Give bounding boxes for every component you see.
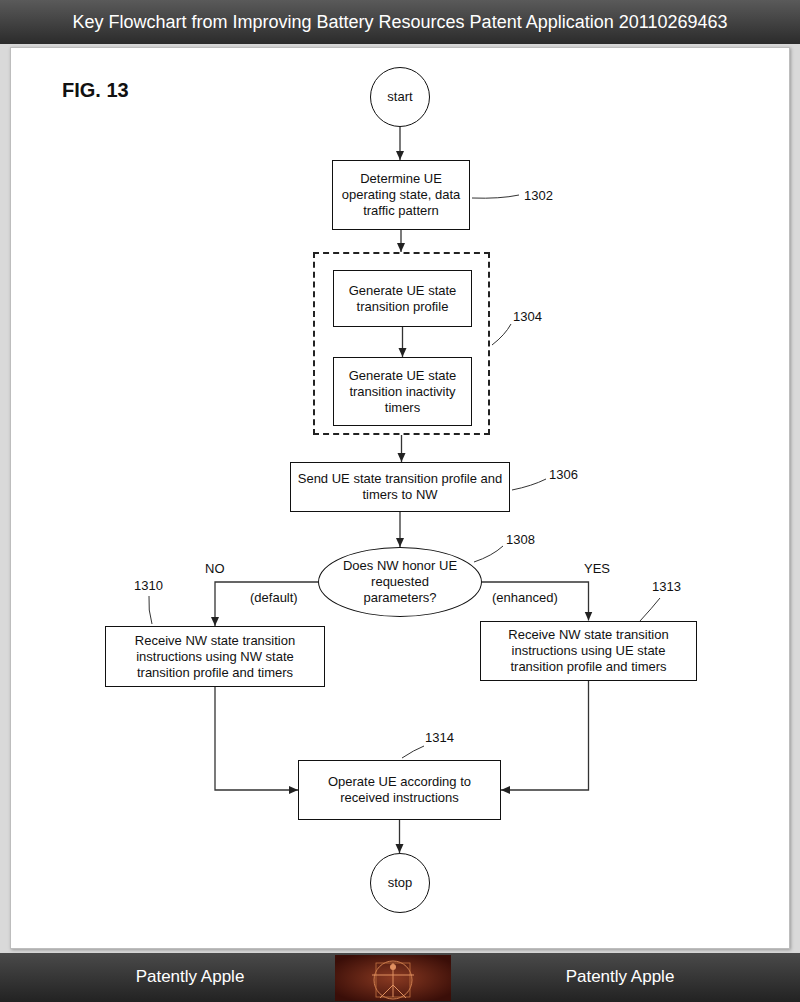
node-text: start [387,89,412,105]
flow-connector [215,582,318,626]
callout-number: 1302 [524,188,553,203]
flow-connector [399,820,400,853]
node-text: Receive NW state transition instructions… [112,633,318,681]
flow-connector [501,681,589,791]
callout-number: 1314 [425,730,454,745]
dashed-group: Generate UE state transition profileGene… [313,252,490,435]
callout-number: 1313 [652,579,681,594]
footer-brand: Patently Apple [50,966,330,987]
flow-connector [401,435,402,462]
flow-connector [215,687,298,790]
start-terminal: start [370,67,430,127]
node-text: Operate UE according to received instruc… [305,774,494,806]
node-text: stop [388,875,413,891]
process-box: Receive NW state transition instructions… [105,626,325,687]
decision-ellipse: Does NW honor UE requested parameters? [318,547,482,617]
stop-terminal: stop [370,853,430,913]
flow-connector [399,512,400,547]
footer-brand: Patently Apple [460,966,780,987]
process-box: Determine UE operating state, data traff… [332,160,470,230]
node-text: Generate UE state transition profile [340,283,465,315]
callout-number: 1308 [506,532,535,547]
process-box: Generate UE state transition profile [333,270,472,327]
node-text: Determine UE operating state, data traff… [339,171,463,219]
flow-connector [402,327,403,357]
branch-note: (enhanced) [492,590,558,605]
process-box: Send UE state transition profile and tim… [290,462,510,512]
branch-note: (default) [250,590,298,605]
footer-picture [335,955,451,1001]
process-box: Operate UE according to received instruc… [298,760,501,820]
process-box: Receive NW state transition instructions… [480,621,697,681]
title-text: Key Flowchart from Improving Battery Res… [0,11,800,33]
branch-label: NO [203,561,227,576]
callout-number: 1304 [513,309,542,324]
node-text: Send UE state transition profile and tim… [297,471,503,503]
flow-connector [400,230,401,252]
process-box: Generate UE state transition inactivity … [333,357,472,426]
node-text: Receive NW state transition instructions… [487,627,690,675]
node-text: Does NW honor UE requested parameters? [341,558,459,606]
flow-connector [399,127,400,160]
flow-connector [482,582,589,621]
figure-label: FIG. 13 [62,78,129,102]
node-text: Generate UE state transition inactivity … [340,368,465,416]
callout-number: 1310 [134,578,163,593]
branch-label: YES [582,561,612,576]
callout-number: 1306 [549,467,578,482]
